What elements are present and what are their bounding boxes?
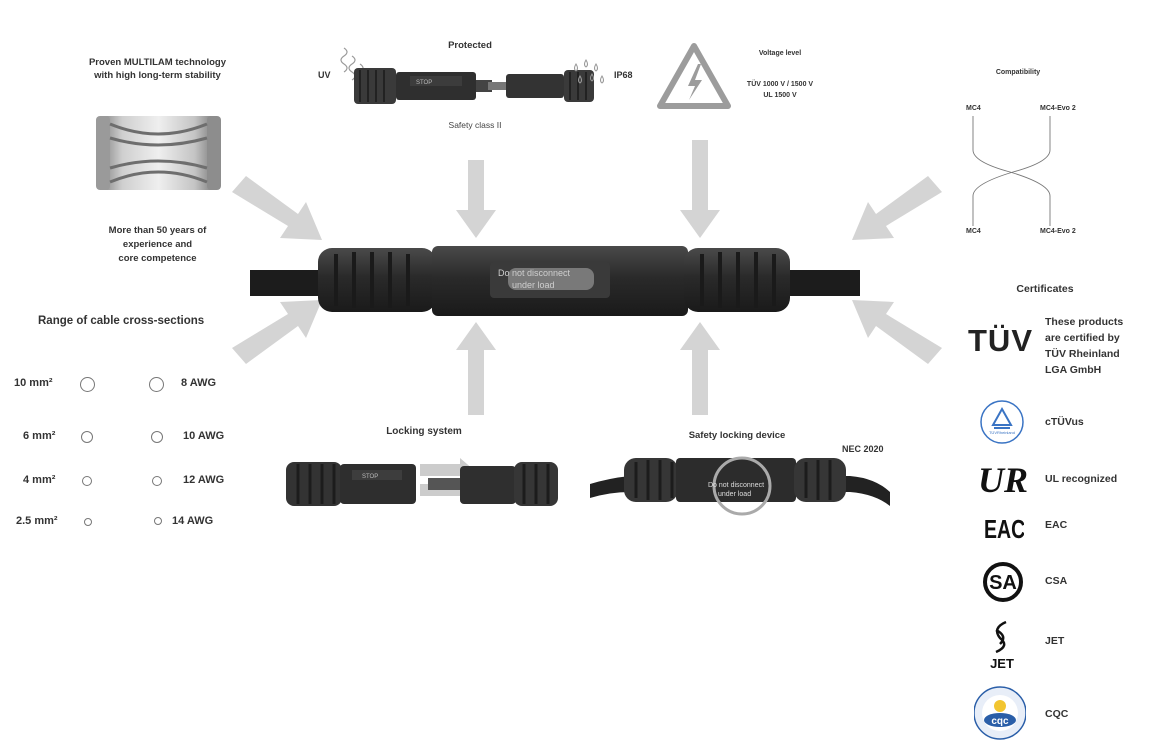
locking-stop-text: STOP bbox=[362, 474, 378, 480]
uv-label: UV bbox=[318, 70, 331, 80]
ul-logo-text: UR bbox=[978, 460, 1028, 496]
ul-label: UL recognized bbox=[1045, 473, 1118, 485]
cqc-label: CQC bbox=[1045, 708, 1069, 720]
jet-icon: JET bbox=[990, 620, 1014, 670]
arrow-bottom-right bbox=[852, 300, 942, 364]
arrow-bottom-center-left bbox=[456, 322, 496, 415]
experience-line3: core competence bbox=[118, 253, 197, 264]
multilam-title: Proven MULTILAM technology with high lon… bbox=[70, 56, 245, 82]
jet-logo-text: JET bbox=[990, 656, 1014, 670]
cs-circle-awg-1 bbox=[151, 431, 163, 443]
main-connector-text1: Do not disconnect bbox=[498, 268, 571, 278]
cs-metric-0: 10 mm² bbox=[14, 377, 53, 389]
arrow-top-left bbox=[232, 176, 322, 240]
cross-section-title: Range of cable cross-sections bbox=[38, 315, 205, 327]
compat-top-left: MC4 bbox=[966, 105, 981, 112]
csa-logo-text: SA bbox=[989, 572, 1017, 594]
experience-line2: experience and bbox=[122, 239, 193, 250]
compat-bottom-left: MC4 bbox=[966, 228, 981, 235]
safety-lock-connector-image: Do not disconnect under load bbox=[590, 456, 890, 516]
water-drops-icon bbox=[574, 59, 604, 84]
cs-circle-awg-2 bbox=[152, 476, 162, 486]
cs-metric-2: 4 mm² bbox=[23, 474, 56, 486]
compat-top-right: MC4-Evo 2 bbox=[1040, 105, 1076, 112]
cqc-logo-text: cqc bbox=[991, 716, 1009, 727]
ctuvus-mark-text: TÜVRheinland bbox=[989, 430, 1015, 435]
main-connector-image: Do not disconnect under load bbox=[250, 246, 860, 316]
experience-text: More than 50 years of experience and cor… bbox=[80, 224, 235, 266]
cs-awg-0: 8 AWG bbox=[181, 377, 217, 389]
csa-label: CSA bbox=[1045, 575, 1068, 587]
tuv-line1: These products bbox=[1045, 316, 1124, 328]
safety-lock-title: Safety locking device bbox=[688, 430, 786, 441]
tuv-line3: TÜV Rheinland bbox=[1045, 348, 1120, 360]
cs-metric-3: 2.5 mm² bbox=[16, 515, 58, 527]
arrow-top-center-right bbox=[680, 140, 720, 238]
voltage-values: TÜV 1000 V / 1500 V UL 1500 V bbox=[735, 79, 825, 101]
high-voltage-icon bbox=[657, 43, 731, 109]
compat-bottom-right: MC4-Evo 2 bbox=[1040, 228, 1076, 235]
arrow-top-right bbox=[852, 176, 942, 240]
locking-title: Locking system bbox=[386, 426, 462, 437]
arrow-top-center-left bbox=[456, 160, 496, 238]
multilam-title-line2: with high long-term stability bbox=[94, 70, 221, 81]
cs-circle-awg-3 bbox=[154, 517, 162, 525]
multilam-title-line1: Proven MULTILAM technology bbox=[88, 57, 227, 68]
eac-icon: EAC bbox=[984, 514, 1024, 542]
protected-stop-text: STOP bbox=[416, 80, 432, 86]
ul-recognized-icon: UR bbox=[978, 460, 1028, 496]
jet-label: JET bbox=[1045, 635, 1065, 647]
safety-class-label: Safety class II bbox=[448, 120, 502, 130]
compatibility-title: Compatibility bbox=[995, 69, 1041, 76]
multilam-image bbox=[96, 116, 221, 190]
cs-metric-1: 6 mm² bbox=[23, 430, 56, 442]
ip68-label: IP68 bbox=[614, 70, 633, 80]
tuv-logo: TÜV bbox=[968, 323, 1033, 358]
cs-circle-awg-0 bbox=[149, 377, 164, 392]
certificates-title: Certificates bbox=[1016, 283, 1074, 295]
protected-title: Protected bbox=[448, 40, 492, 51]
tuv-line4: LGA GmbH bbox=[1045, 364, 1102, 376]
tuv-line2: are certified by bbox=[1045, 332, 1120, 344]
voltage-line2: UL 1500 V bbox=[763, 92, 797, 99]
nec-label: NEC 2020 bbox=[842, 444, 884, 454]
csa-icon: SA bbox=[983, 562, 1023, 602]
voltage-title: Voltage level bbox=[758, 50, 802, 57]
main-connector-text2: under load bbox=[512, 280, 555, 290]
tuv-description: These products are certified by TÜV Rhei… bbox=[1045, 314, 1123, 378]
cs-circle-metric-3 bbox=[84, 518, 92, 526]
cqc-icon: cqc bbox=[974, 686, 1026, 740]
eac-logo-text: EAC bbox=[984, 514, 1024, 542]
cs-awg-3: 14 AWG bbox=[172, 515, 214, 527]
experience-line1: More than 50 years of bbox=[108, 225, 207, 236]
locking-connector-image: STOP bbox=[286, 458, 558, 506]
cs-circle-metric-0 bbox=[80, 377, 95, 392]
compatibility-diagram bbox=[972, 116, 1051, 226]
cs-awg-2: 12 AWG bbox=[183, 474, 225, 486]
ctuvus-icon: TÜVRheinland bbox=[980, 400, 1024, 444]
arrow-bottom-left bbox=[232, 300, 322, 364]
cs-circle-metric-2 bbox=[82, 476, 92, 486]
cs-circle-metric-1 bbox=[81, 431, 93, 443]
voltage-line1: TÜV 1000 V / 1500 V bbox=[746, 81, 814, 88]
ctuvus-label: cTÜVus bbox=[1045, 416, 1084, 428]
arrow-bottom-center-right bbox=[680, 322, 720, 415]
protected-connector-image: STOP bbox=[354, 68, 594, 104]
eac-label: EAC bbox=[1045, 519, 1068, 531]
safety-lock-text2: under load bbox=[718, 491, 751, 498]
safety-lock-text1: Do not disconnect bbox=[708, 482, 764, 489]
cs-awg-1: 10 AWG bbox=[183, 430, 225, 442]
